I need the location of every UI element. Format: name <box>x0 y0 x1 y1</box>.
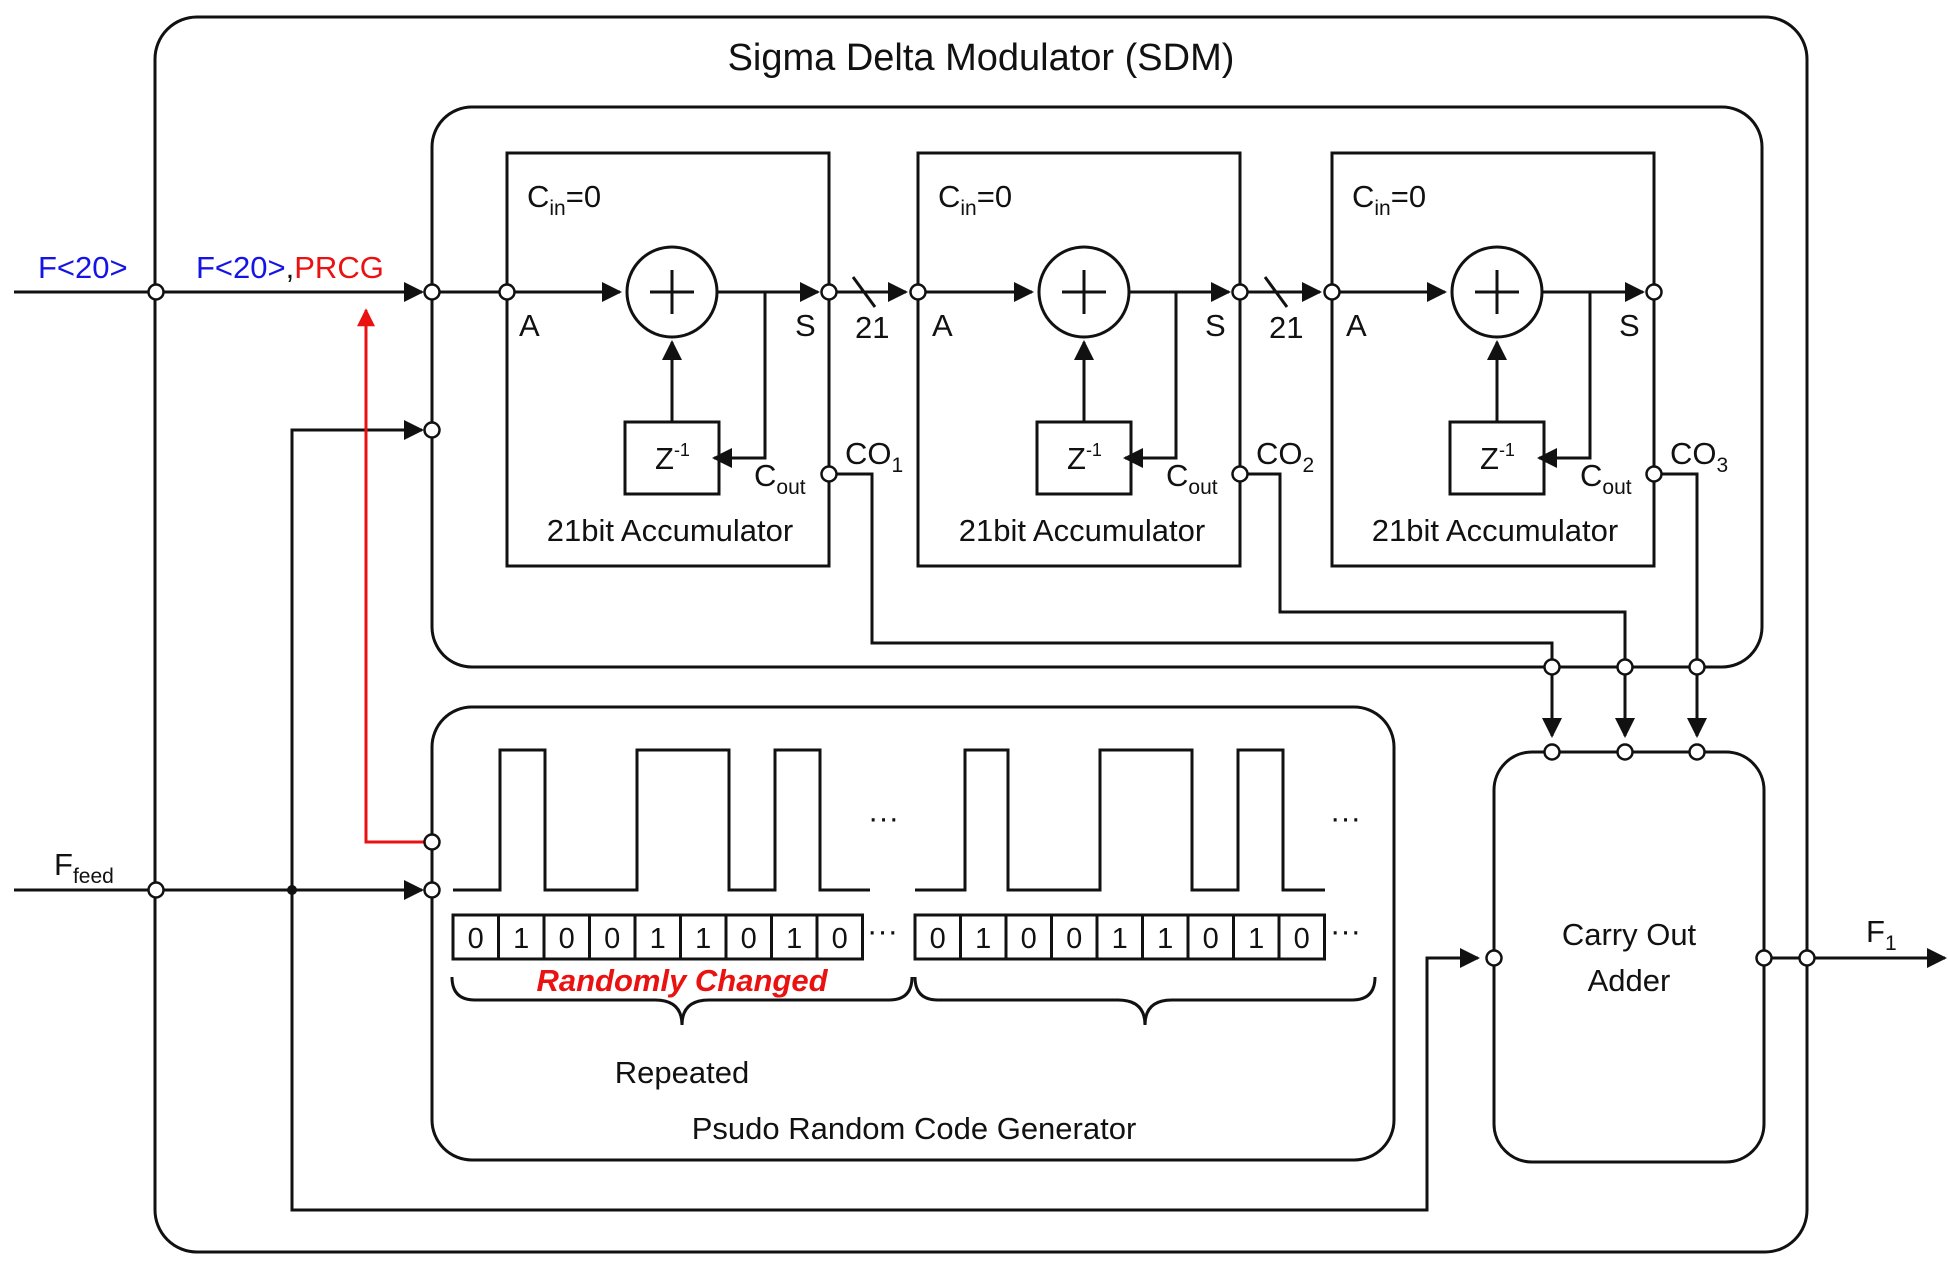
acc3-cin-label: Cin=0 <box>1352 179 1426 220</box>
randomly-changed-label: Randomly Changed <box>536 963 828 998</box>
register-1-bit: 1 <box>513 923 529 955</box>
register-2-cell <box>1141 913 1190 961</box>
prcg-block-label: Psudo Random Code Generator <box>692 1111 1137 1146</box>
acc3-co-label: CO3 <box>1670 436 1728 477</box>
acc1-a-label: A <box>519 308 540 343</box>
brace-1 <box>450 976 914 1026</box>
acc3-name-label: 21bit Accumulator <box>1372 513 1618 548</box>
register-2-cell <box>1004 913 1053 961</box>
sdm-title: Sigma Delta Modulator (SDM) <box>728 37 1235 79</box>
waveform-2-ellipsis: ··· <box>1330 800 1361 835</box>
register-2-bit: 1 <box>1248 923 1264 955</box>
register-2-bit: 0 <box>1203 923 1219 955</box>
ffeed-label: Ffeed <box>54 847 114 888</box>
repeated-label: Repeated <box>615 1055 749 1090</box>
register-1-cell <box>770 913 819 961</box>
carry-out-adder-block <box>1492 750 1766 1164</box>
prcg-waveform-2 <box>915 748 1325 892</box>
register-1-ellipsis: ··· <box>867 913 898 948</box>
acc1-co-label: CO1 <box>845 436 903 477</box>
bus-width-2-label: 21 <box>1269 310 1303 345</box>
acc2-cout-label: Cout <box>1166 458 1218 499</box>
acc1-cin-label: Cin=0 <box>527 179 601 220</box>
register-2-bit: 0 <box>1066 923 1082 955</box>
register-1-bit: 0 <box>832 923 848 955</box>
ffeed-junction-dot <box>287 885 297 895</box>
register-2-ellipsis: ··· <box>1330 913 1361 948</box>
f20-prcg-label: F<20>,PRCG <box>196 250 384 285</box>
ffeed-to-accumulator-wire <box>290 420 424 890</box>
adder-label-line1: Carry Out <box>1562 917 1697 952</box>
co3-wire <box>1654 472 1707 738</box>
register-2-bit: 0 <box>1294 923 1310 955</box>
register-1-bit: 0 <box>741 923 757 955</box>
register-1-bit: 0 <box>559 923 575 955</box>
acc3-cout-label: Cout <box>1580 458 1632 499</box>
register-1-bit: 1 <box>650 923 666 955</box>
accumulator-2: Cin=0 Z-1 A S Cout CO2 21bit Accumulator <box>916 151 1314 568</box>
brace-2 <box>913 976 1377 1026</box>
accumulator-3: Cin=0 Z-1 A S Cout CO3 21bit Accumulator <box>1330 151 1728 568</box>
acc2-co-label: CO2 <box>1256 436 1314 477</box>
register-1-bit: 0 <box>468 923 484 955</box>
register-1-bit: 0 <box>604 923 620 955</box>
accumulator-1: Cin=0 Z-1 A S Cout CO1 21bit Accumulator <box>432 151 903 568</box>
waveform-1-ellipsis: ··· <box>868 800 899 835</box>
acc1-delay-label: Z-1 <box>655 440 690 476</box>
adder-label-line2: Adder <box>1588 963 1671 998</box>
register-2-cell <box>959 913 1008 961</box>
register-2-bit: 1 <box>1112 923 1128 955</box>
register-2-bit: 1 <box>1157 923 1173 955</box>
acc3-delay-label: Z-1 <box>1480 440 1515 476</box>
accumulator-chain-frame <box>430 105 1764 669</box>
acc1-s-label: S <box>795 308 816 343</box>
ffeed-loop-wire <box>290 890 1480 1212</box>
register-2-bit: 0 <box>930 923 946 955</box>
acc1-cout-label: Cout <box>754 458 806 499</box>
register-1-cell <box>633 913 682 961</box>
register-2-bit: 1 <box>975 923 991 955</box>
co2-wire <box>1240 472 1635 738</box>
acc3-a-label: A <box>1346 308 1367 343</box>
register-1-bit: 1 <box>786 923 802 955</box>
prcg-frame <box>430 705 1396 1162</box>
register-2-cell <box>1186 913 1235 961</box>
register-1-bit: 1 <box>695 923 711 955</box>
acc2-name-label: 21bit Accumulator <box>959 513 1205 548</box>
port-dots <box>147 283 1816 967</box>
register-2-cell <box>1050 913 1099 961</box>
acc3-s-label: S <box>1619 308 1640 343</box>
prcg-feedback-wire <box>357 308 432 844</box>
bus-width-1-label: 21 <box>855 310 889 345</box>
register-2-cell <box>1232 913 1281 961</box>
acc1-name-label: 21bit Accumulator <box>547 513 793 548</box>
acc2-cin-label: Cin=0 <box>938 179 1012 220</box>
acc2-delay-label: Z-1 <box>1067 440 1102 476</box>
acc2-a-label: A <box>932 308 953 343</box>
f20-input-label: F<20> <box>38 250 128 285</box>
register-1-cell <box>815 913 864 961</box>
sdm-outer-frame <box>153 15 1809 1254</box>
acc2-s-label: S <box>1205 308 1226 343</box>
output-label: F1 <box>1866 914 1897 955</box>
register-2-cell <box>1277 913 1326 961</box>
prcg-waveform-1 <box>453 748 870 892</box>
register-2-bit: 0 <box>1021 923 1037 955</box>
